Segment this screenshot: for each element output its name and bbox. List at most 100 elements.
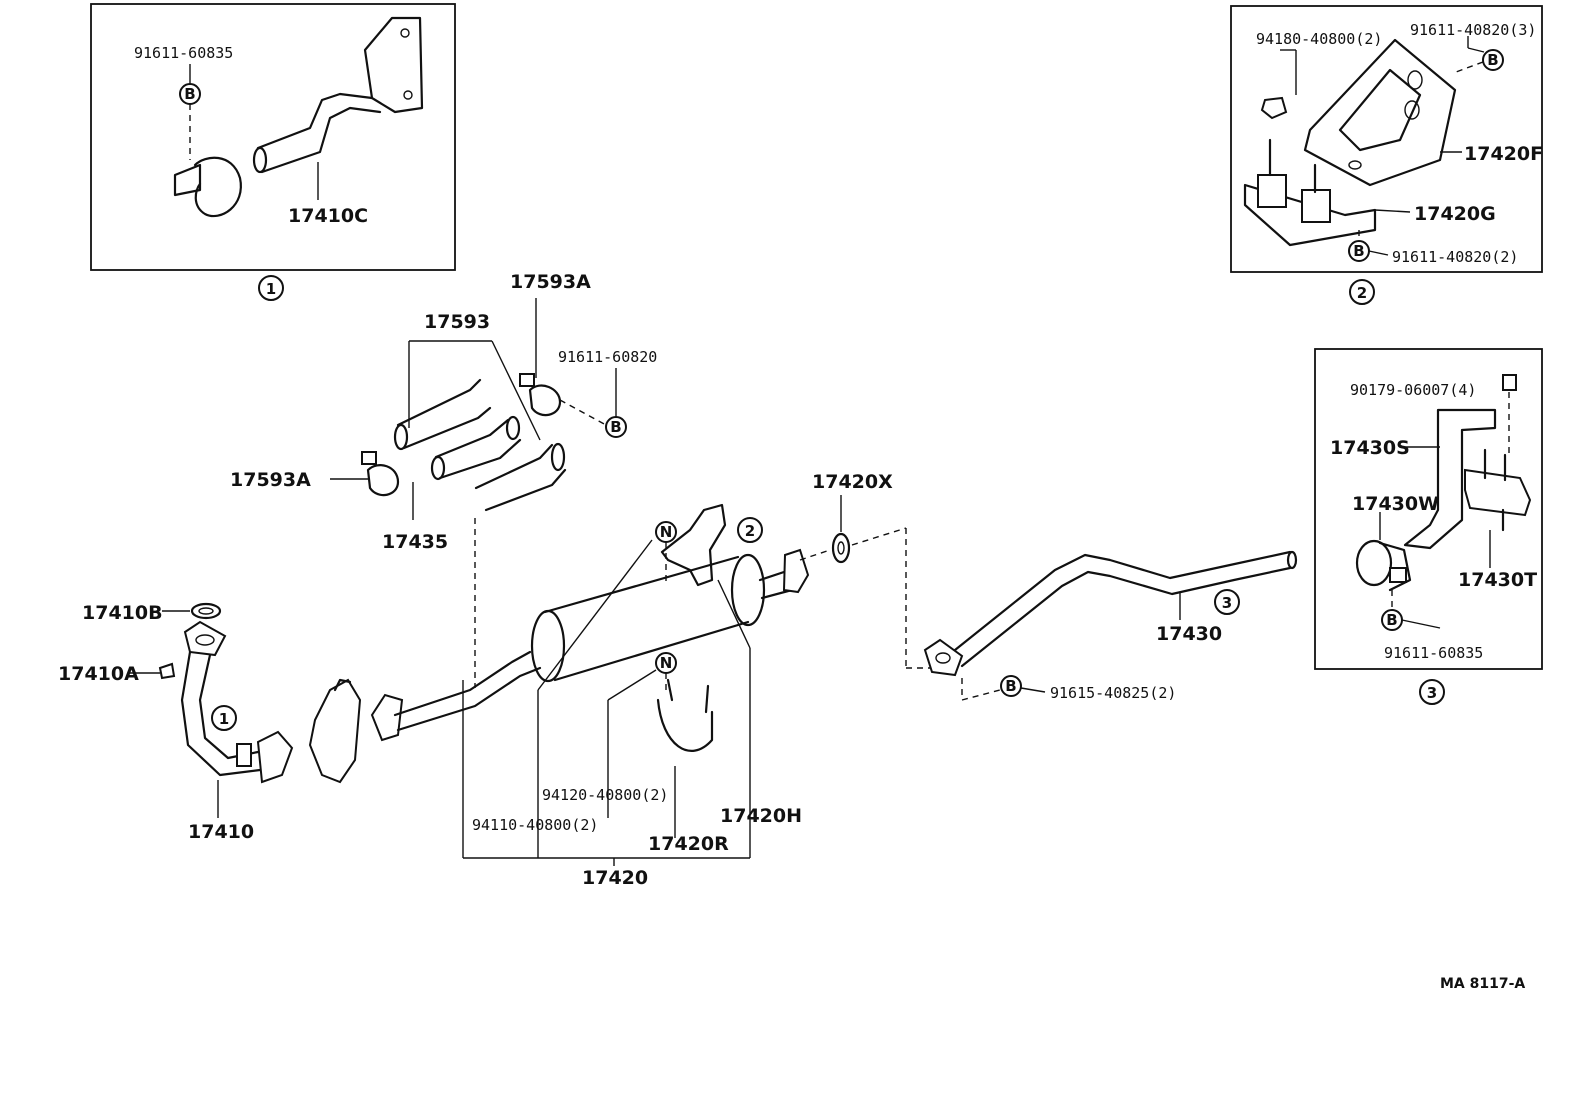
muffler-body <box>543 555 750 682</box>
part-number-17430T: 17430T <box>1458 569 1537 591</box>
n-marker-letter: N <box>660 523 673 541</box>
hose-end <box>550 442 566 472</box>
hose-end <box>393 423 409 451</box>
inset-2-frame <box>1230 5 1543 273</box>
inset-2-bracket-inner <box>1338 68 1422 152</box>
part-number-17420G: 17420G <box>1414 203 1496 225</box>
front-pipe-flange <box>183 620 227 657</box>
tail-pipe-outlet <box>1286 550 1298 570</box>
clamp-17593A-top <box>528 384 562 417</box>
part-number-90179-06007: 90179-06007(4) <box>1350 381 1476 399</box>
inset-2-rubber <box>1301 189 1331 223</box>
flange-hole <box>195 634 215 646</box>
inset-2-rubber <box>1257 174 1287 208</box>
tail-pipe-17430 <box>953 550 1292 668</box>
part-number-94120-40800: 94120-40800(2) <box>542 786 668 804</box>
gasket-hole <box>837 541 845 555</box>
leader <box>607 669 657 701</box>
hose-end <box>430 455 446 481</box>
part-number-91611-40820-3: 91611-40820(3) <box>1410 21 1536 39</box>
leader <box>1467 47 1485 53</box>
leader <box>1020 687 1046 693</box>
inset-1-clamp <box>193 156 242 218</box>
muffler-front-end <box>530 609 566 683</box>
muffler-clamp-band <box>656 698 714 752</box>
callout-1-text: 1 <box>266 280 276 298</box>
callout-1-on-pipe-text: 1 <box>219 710 229 728</box>
inset-3-clamp-band <box>1378 541 1412 592</box>
gasket-17420X-group: 17420X <box>799 471 930 669</box>
part-number-17410B: 17410B <box>82 602 163 624</box>
callout-2-on-muffler-text: 2 <box>745 522 755 540</box>
leader <box>559 399 607 426</box>
n-marker-letter: N <box>660 654 673 672</box>
inset-3: B 90179-06007(4) 17430S 17430W 17430T 91… <box>1314 348 1543 670</box>
callout-2-text: 2 <box>1357 284 1367 302</box>
part-number-91611-40820-2: 91611-40820(2) <box>1392 248 1518 266</box>
leader <box>851 527 907 546</box>
leader <box>537 539 653 691</box>
front-pipe-bracket <box>236 743 252 767</box>
inset-1-frame <box>90 3 456 271</box>
figure-code: MA 8117-A <box>1440 976 1525 992</box>
part-number-91611-60820: 91611-60820 <box>558 348 657 366</box>
center-pipe <box>393 650 542 732</box>
inset-2-hole <box>1348 160 1362 170</box>
inset-3-clamp <box>1355 539 1393 587</box>
inset-1-bracket-hole <box>403 90 413 100</box>
nut-17410A <box>158 662 176 680</box>
part-number-17593A-left: 17593A <box>230 469 311 491</box>
exhaust-joint-sensor <box>333 678 352 692</box>
inset-2-bolt-marker <box>1482 49 1504 71</box>
callout-3-text: 3 <box>1427 684 1437 702</box>
gasket-17420X <box>831 532 851 564</box>
part-number-17410A: 17410A <box>58 663 139 685</box>
leader <box>717 579 751 649</box>
hose-group: B 17593A 17593 91611-60820 17593A 17435 <box>230 271 657 553</box>
front-pipe-rear-flange <box>256 730 294 784</box>
callout-2-on-muffler <box>737 517 763 543</box>
leader <box>1455 61 1484 73</box>
inset-1-pipe-end <box>252 146 268 174</box>
part-number-17420F: 17420F <box>1464 143 1543 165</box>
inset-2-mount-base <box>1243 183 1377 247</box>
inset-3-clamp-nut <box>1389 567 1407 583</box>
clamp-stud <box>704 684 710 714</box>
center-pipe-flange <box>370 693 404 742</box>
part-number-91611-60835: 91611-60835 <box>134 44 233 62</box>
hose-17593-a <box>396 378 492 450</box>
part-number-17430: 17430 <box>1156 623 1222 645</box>
inset-3-rubber-mount <box>1464 468 1532 517</box>
part-number-17410C: 17410C <box>288 205 368 227</box>
hose-end <box>505 415 521 441</box>
part-number-17420R: 17420R <box>648 833 729 855</box>
clamp-nut <box>519 373 535 387</box>
callout-3-on-pipe-text: 3 <box>1222 594 1232 612</box>
part-number-17430S: 17430S <box>1330 437 1410 459</box>
callout-1-label <box>258 275 284 301</box>
muffler-group: N N 2 94120-40800(2) 94110-40800(2) 1742… <box>370 503 810 889</box>
exhaust-joint <box>308 678 362 784</box>
muffler-hanger <box>660 503 727 587</box>
bolt-marker-letter: B <box>1353 242 1364 260</box>
callout-3-label <box>1419 679 1445 705</box>
front-pipe-group: 1 17410B 17410A 17410 <box>58 602 294 843</box>
part-number-91615-40825: 91615-40825(2) <box>1050 684 1176 702</box>
part-number-17410: 17410 <box>188 821 254 843</box>
inset-2: B B 94180-40800(2) 91611-40820(3) 17420F… <box>1230 5 1543 273</box>
inset-1-bracket-hole <box>400 28 410 38</box>
callout-2-label <box>1349 279 1375 305</box>
tail-pipe-group: 3 B 17430 91615-40825(2) <box>923 550 1298 702</box>
gasket-17410B <box>190 602 222 620</box>
leader <box>799 549 831 561</box>
leader <box>491 340 541 441</box>
part-number-17420X: 17420X <box>812 471 893 493</box>
part-number-94110-40800: 94110-40800(2) <box>472 816 598 834</box>
muffler-rear-flange <box>782 548 810 594</box>
part-number-17593A-top: 17593A <box>510 271 591 293</box>
gasket-hole <box>198 607 214 615</box>
inset-2-bracket <box>1303 38 1457 187</box>
inset-2-hole <box>1404 100 1420 120</box>
part-number-17420: 17420 <box>582 867 648 889</box>
